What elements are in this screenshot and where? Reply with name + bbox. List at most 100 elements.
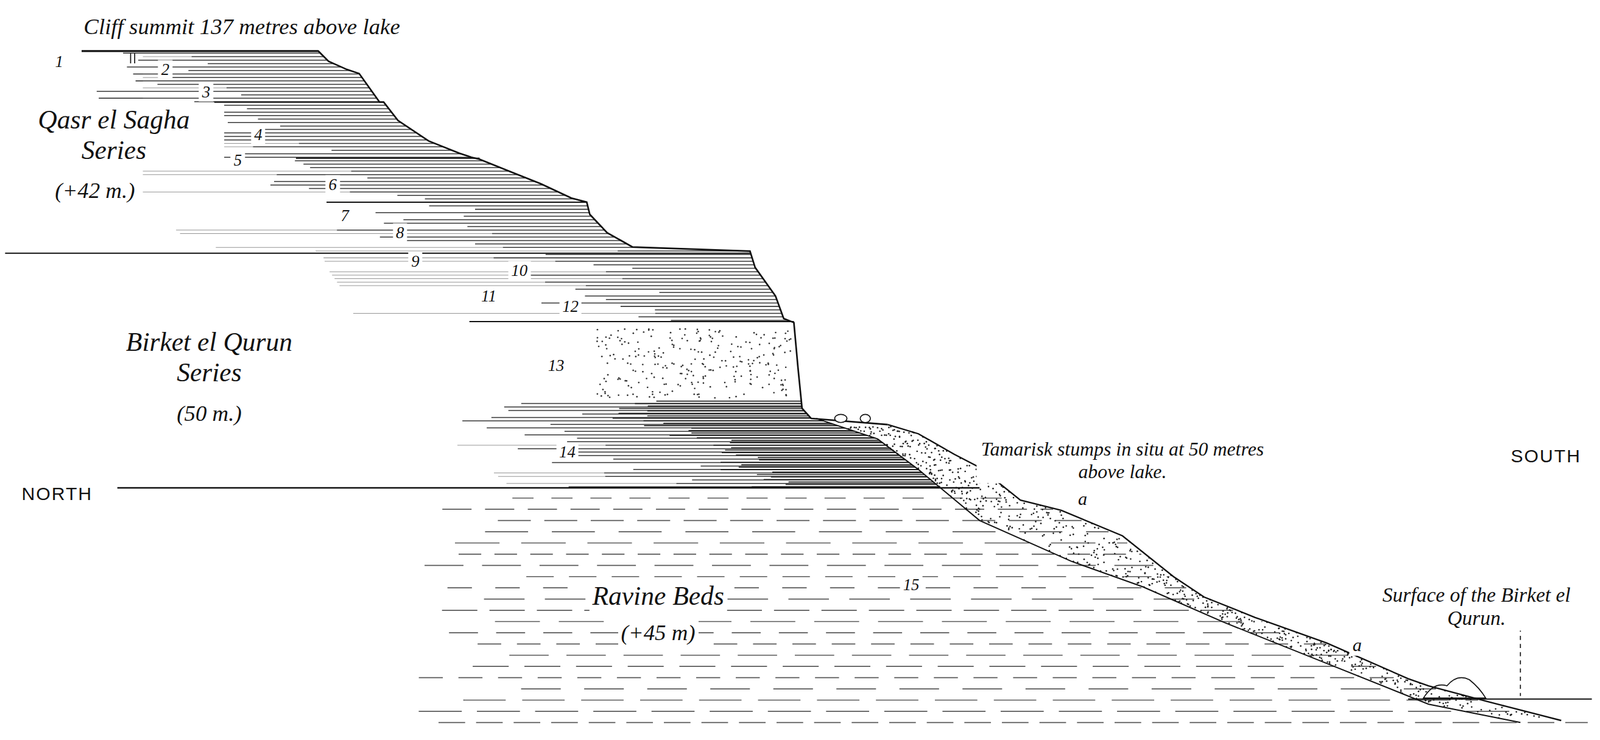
talus-dot [1324, 643, 1327, 646]
talus-dot [868, 426, 871, 429]
talus-dot [903, 454, 906, 457]
talus-dot [1354, 663, 1357, 666]
sandstone-dot [773, 347, 776, 350]
talus-dot [1192, 599, 1195, 602]
talus-dot [1129, 549, 1132, 552]
talus-dot [1023, 502, 1026, 505]
talus-dot [897, 429, 899, 432]
talus-dot [908, 431, 910, 434]
sandstone-dot [740, 375, 743, 378]
hatch-line [303, 163, 492, 166]
talus-dot [892, 438, 895, 441]
sandstone-dot [732, 366, 735, 368]
talus-dot [978, 508, 981, 511]
talus-dot [1370, 678, 1373, 681]
sandstone-dot [630, 386, 633, 389]
sandstone-dot [724, 381, 726, 384]
talus-dot [1084, 540, 1087, 543]
talus-dot [1082, 545, 1085, 548]
hatch-line [367, 177, 527, 180]
sandstone-dot [736, 345, 739, 348]
sandstone-dot [713, 356, 716, 359]
talus-dot [1205, 599, 1208, 602]
talus-dot [964, 470, 966, 473]
talus-dot [930, 451, 933, 454]
hatch-line [688, 429, 853, 432]
talus-dot [907, 445, 910, 448]
hatch-line [604, 472, 923, 474]
sandstone-dot [628, 355, 631, 357]
talus-dot [1361, 662, 1364, 664]
talus-dot [1040, 522, 1043, 525]
talus-dot [953, 492, 956, 494]
hatch-line [731, 439, 880, 441]
sandstone-dot [637, 347, 640, 350]
talus-dot [1306, 640, 1309, 643]
talus-dot [1335, 663, 1337, 666]
bed-number: 11 [478, 286, 500, 306]
talus-dot [998, 515, 1001, 518]
hatch-line [691, 432, 860, 434]
sandstone-dot [749, 341, 751, 344]
talus-dot [964, 481, 967, 483]
talus-dot [1221, 616, 1224, 619]
talus-dot [1279, 636, 1282, 639]
hatch-line [339, 285, 586, 286]
talus-dot [898, 430, 901, 433]
hatch-line [230, 153, 462, 155]
hatch-line [143, 56, 192, 57]
hatch-line [634, 403, 802, 405]
talus-dot [915, 461, 918, 464]
talus-dot [938, 482, 941, 485]
talus-dot [1362, 668, 1365, 670]
talus-dot [1090, 554, 1093, 557]
sandstone-dot [666, 393, 669, 396]
sandstone-dot [761, 386, 764, 389]
talus-dot [1031, 527, 1033, 530]
sandstone-dot [637, 341, 639, 343]
talus-dot [1103, 561, 1105, 564]
talus-dot [1462, 705, 1465, 708]
direction-label: NORTH [18, 483, 97, 505]
hatch-line [438, 722, 1588, 724]
sandstone-dot [725, 386, 728, 388]
talus-dot [1179, 590, 1181, 593]
talus-dot [1226, 612, 1229, 614]
talus-dot [1242, 622, 1245, 625]
hatch-line [462, 420, 824, 422]
talus-dot [903, 431, 906, 434]
talus-dot [958, 477, 961, 480]
talus-dot [1131, 550, 1133, 553]
sandstone-dot [744, 341, 747, 343]
sandstone-dot [693, 393, 695, 396]
sandstone-dot [721, 334, 724, 337]
talus-dot [1263, 626, 1266, 628]
hatch-line [633, 468, 919, 471]
sandstone-dot [708, 369, 711, 371]
sandstone-dot [604, 391, 607, 393]
talus-dot [1160, 574, 1163, 577]
talus-dot [1088, 563, 1091, 566]
talus-dot [893, 428, 896, 431]
talus-dot [1403, 680, 1406, 683]
talus-dot [1124, 568, 1127, 571]
talus-dot [1313, 644, 1315, 647]
talus-dot [950, 490, 953, 493]
talus-dot [1413, 693, 1415, 695]
sandstone-dot [752, 359, 755, 362]
sandstone-dot [627, 342, 630, 345]
sandstone-dot [756, 376, 759, 379]
hatch-line [207, 63, 334, 65]
talus-dot [1093, 567, 1096, 569]
talus-dot [972, 476, 975, 479]
hatch-line [191, 56, 325, 58]
talus-dot [1285, 638, 1287, 641]
talus-dot [1239, 617, 1242, 620]
talus-dot [878, 430, 881, 433]
talus-dot [976, 509, 979, 512]
talus-dot [1397, 680, 1400, 683]
sandstone-dot [609, 396, 611, 399]
sandstone-dot [680, 366, 683, 368]
sandstone-dot [778, 345, 781, 348]
sandstone-dot [725, 364, 728, 367]
